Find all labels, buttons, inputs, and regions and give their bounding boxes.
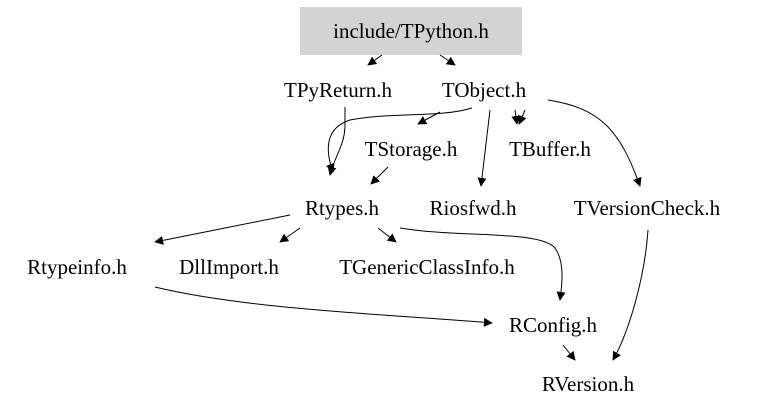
edge-tobject-riosfwd	[477, 109, 491, 187]
edge-tpython-tpyreturn	[367, 54, 383, 66]
edge-rtypes-dllimport	[279, 227, 301, 243]
node-rtypeinfo[interactable]: Rtypeinfo.h	[27, 255, 127, 279]
edge-rtypes-rconfig	[399, 227, 566, 301]
edge-tobject-tbuffer-2	[518, 109, 527, 125]
edge-tpyreturn-rtypes	[327, 107, 346, 176]
node-tobject[interactable]: TObject.h	[442, 78, 527, 102]
node-rversion[interactable]: RVersion.h	[542, 372, 635, 396]
node-riosfwd[interactable]: Riosfwd.h	[430, 196, 517, 220]
edge-rtypes-tgeneric	[377, 227, 397, 243]
node-tpython[interactable]: include/TPython.h	[333, 19, 489, 43]
node-dllimport[interactable]: DllImport.h	[179, 255, 279, 279]
edge-rconfig-rversion	[562, 344, 576, 361]
nodes-group: include/TPython.h TPyReturn.h TObject.h …	[27, 19, 721, 396]
node-tgeneric[interactable]: TGenericClassInfo.h	[339, 255, 515, 279]
edge-tobject-tbuffer	[511, 109, 521, 125]
edges-group	[154, 54, 649, 361]
edge-rtypes-rtypeinfo	[154, 214, 291, 245]
edge-rtypeinfo-rconfig	[154, 286, 493, 327]
node-rtypes[interactable]: Rtypes.h	[305, 196, 380, 220]
node-tstorage[interactable]: TStorage.h	[365, 137, 458, 161]
edge-tversioncheck-rversion	[612, 229, 649, 361]
node-box-tpython	[300, 7, 522, 55]
node-rconfig[interactable]: RConfig.h	[509, 313, 598, 337]
node-tpyreturn[interactable]: TPyReturn.h	[284, 78, 392, 102]
node-tversioncheck[interactable]: TVersionCheck.h	[574, 196, 721, 220]
edge-tstorage-rtypes	[370, 166, 389, 185]
edge-tpython-tobject	[439, 54, 456, 66]
edge-tobject-rtypes	[326, 107, 473, 173]
edge-tobject-tstorage	[417, 111, 441, 125]
edge-tobject-tversioncheck	[547, 99, 642, 187]
node-tbuffer[interactable]: TBuffer.h	[509, 137, 591, 161]
